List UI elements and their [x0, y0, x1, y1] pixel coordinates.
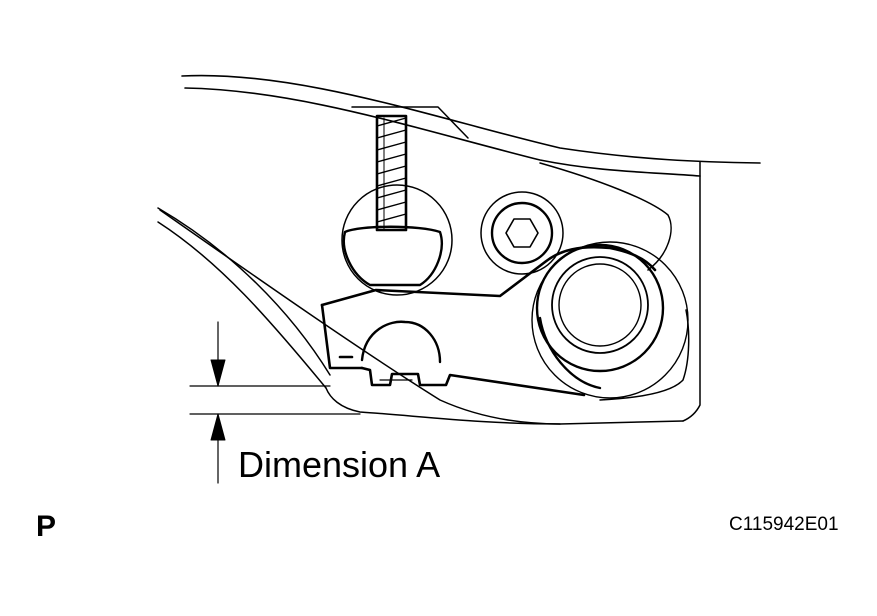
view-letter: P	[36, 510, 57, 543]
dimension-arrow-icon	[210, 359, 226, 441]
hex-socket-icon	[480, 191, 564, 275]
housing-body	[325, 106, 701, 425]
adjusting-bolt	[375, 114, 408, 232]
link-plate	[320, 245, 657, 370]
lower-stopper	[360, 320, 586, 397]
pivot-roller	[531, 241, 689, 399]
upper-lever	[181, 74, 761, 177]
dimension-label: Dimension A	[238, 444, 441, 485]
lower-arm	[157, 207, 561, 425]
bolt-head	[341, 184, 453, 296]
figure-code: C115942E01	[729, 514, 839, 535]
